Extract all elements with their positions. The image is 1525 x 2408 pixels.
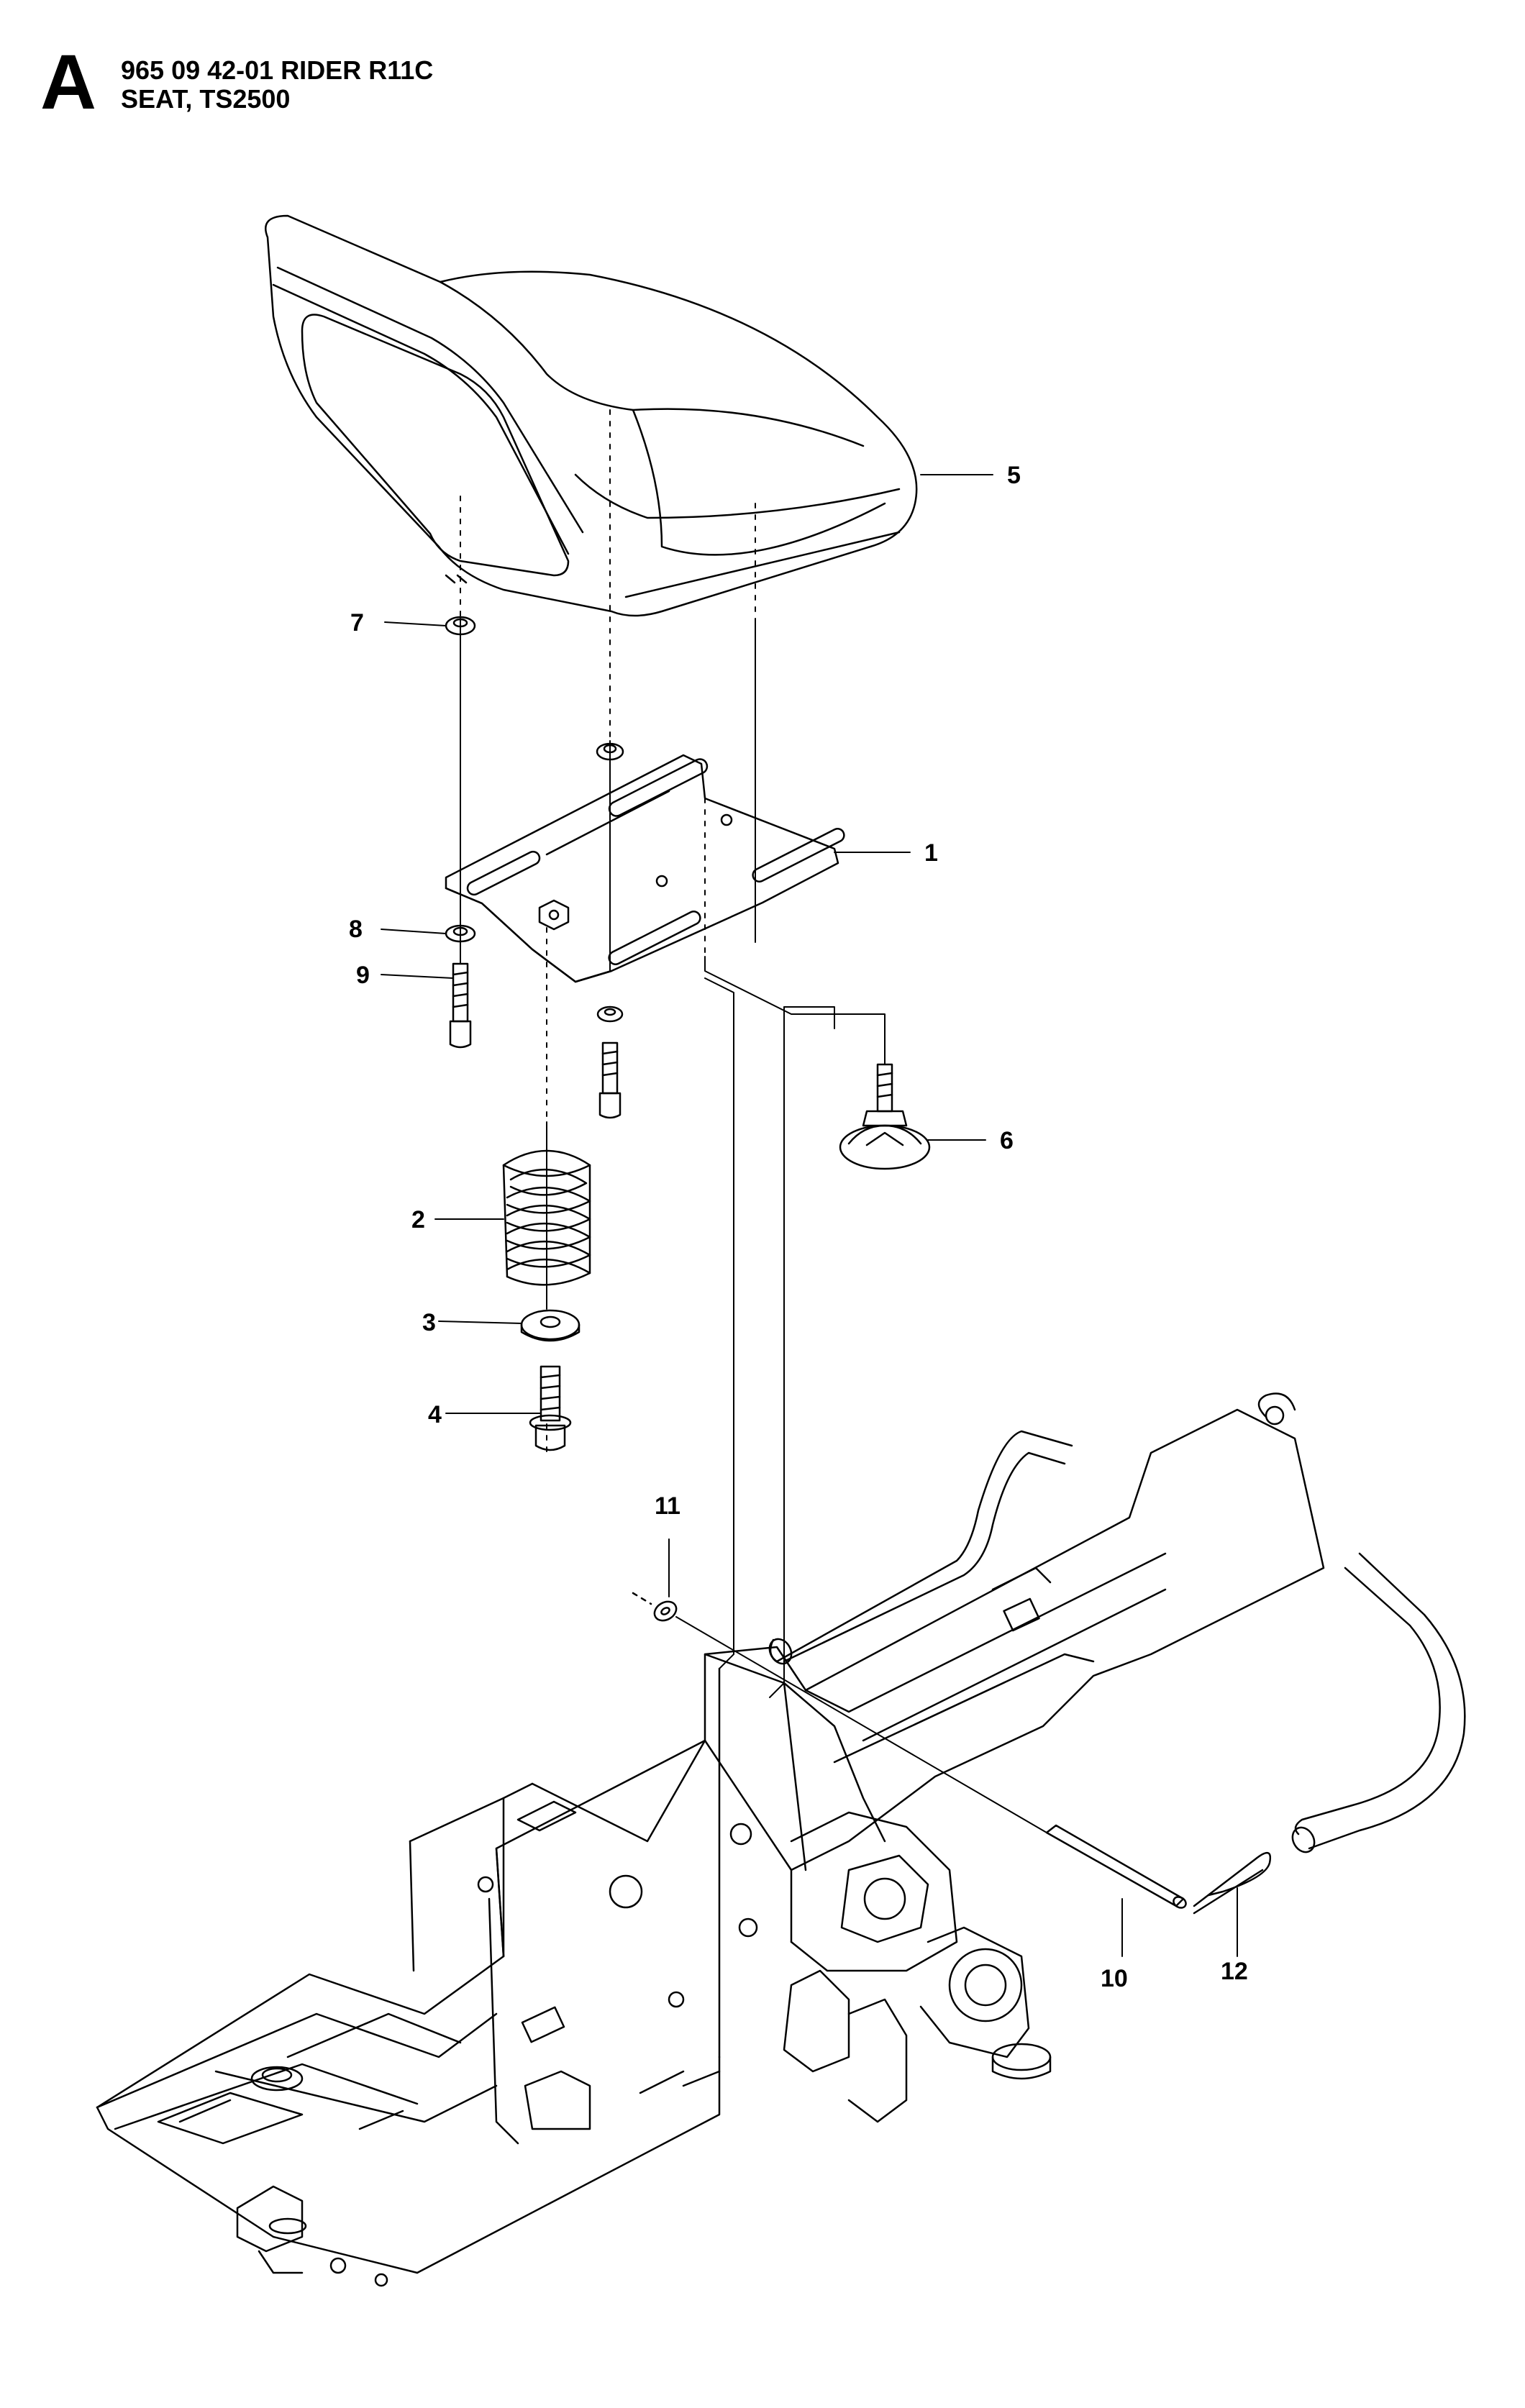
assembly-lines	[460, 409, 886, 1698]
section-letter: A	[40, 38, 96, 125]
tractor-frame	[96, 1392, 1466, 2287]
washer-top	[596, 742, 624, 761]
seat-mounting-plate	[445, 754, 845, 983]
model-line: 965 09 42-01 RIDER R11C	[121, 55, 434, 85]
screw-lower	[598, 1041, 622, 1119]
spring	[502, 1149, 591, 1286]
seat	[265, 214, 918, 617]
callout-12: 12	[1221, 1958, 1248, 1985]
callout-5: 5	[1007, 462, 1021, 489]
title-line: SEAT, TS2500	[121, 84, 291, 114]
washer-lower	[596, 1005, 624, 1023]
screw-9	[449, 962, 472, 1049]
callout-4: 4	[428, 1401, 442, 1428]
callout-1: 1	[924, 839, 938, 867]
callout-10: 10	[1101, 1965, 1128, 1992]
seat-knob	[839, 1063, 931, 1170]
callout-9: 9	[356, 962, 370, 989]
callouts: 5 1 7 8 9 6 2 3 4 11 10 12	[349, 462, 1248, 1992]
callout-2: 2	[411, 1206, 425, 1233]
callout-11: 11	[655, 1492, 680, 1520]
callout-3: 3	[422, 1309, 436, 1336]
callout-7: 7	[350, 609, 364, 637]
washer-3	[520, 1309, 581, 1342]
diagram-title: 965 09 42-01 RIDER R11C SEAT, TS2500	[121, 56, 433, 114]
washer-11	[632, 1592, 678, 1622]
flange-bolt	[529, 1365, 572, 1451]
callout-6: 6	[1000, 1127, 1014, 1154]
hair-pin-clip	[1193, 1852, 1272, 1915]
callout-8: 8	[349, 916, 363, 943]
leader-lines	[381, 474, 1238, 1957]
pivot-pin	[675, 1616, 1187, 1909]
